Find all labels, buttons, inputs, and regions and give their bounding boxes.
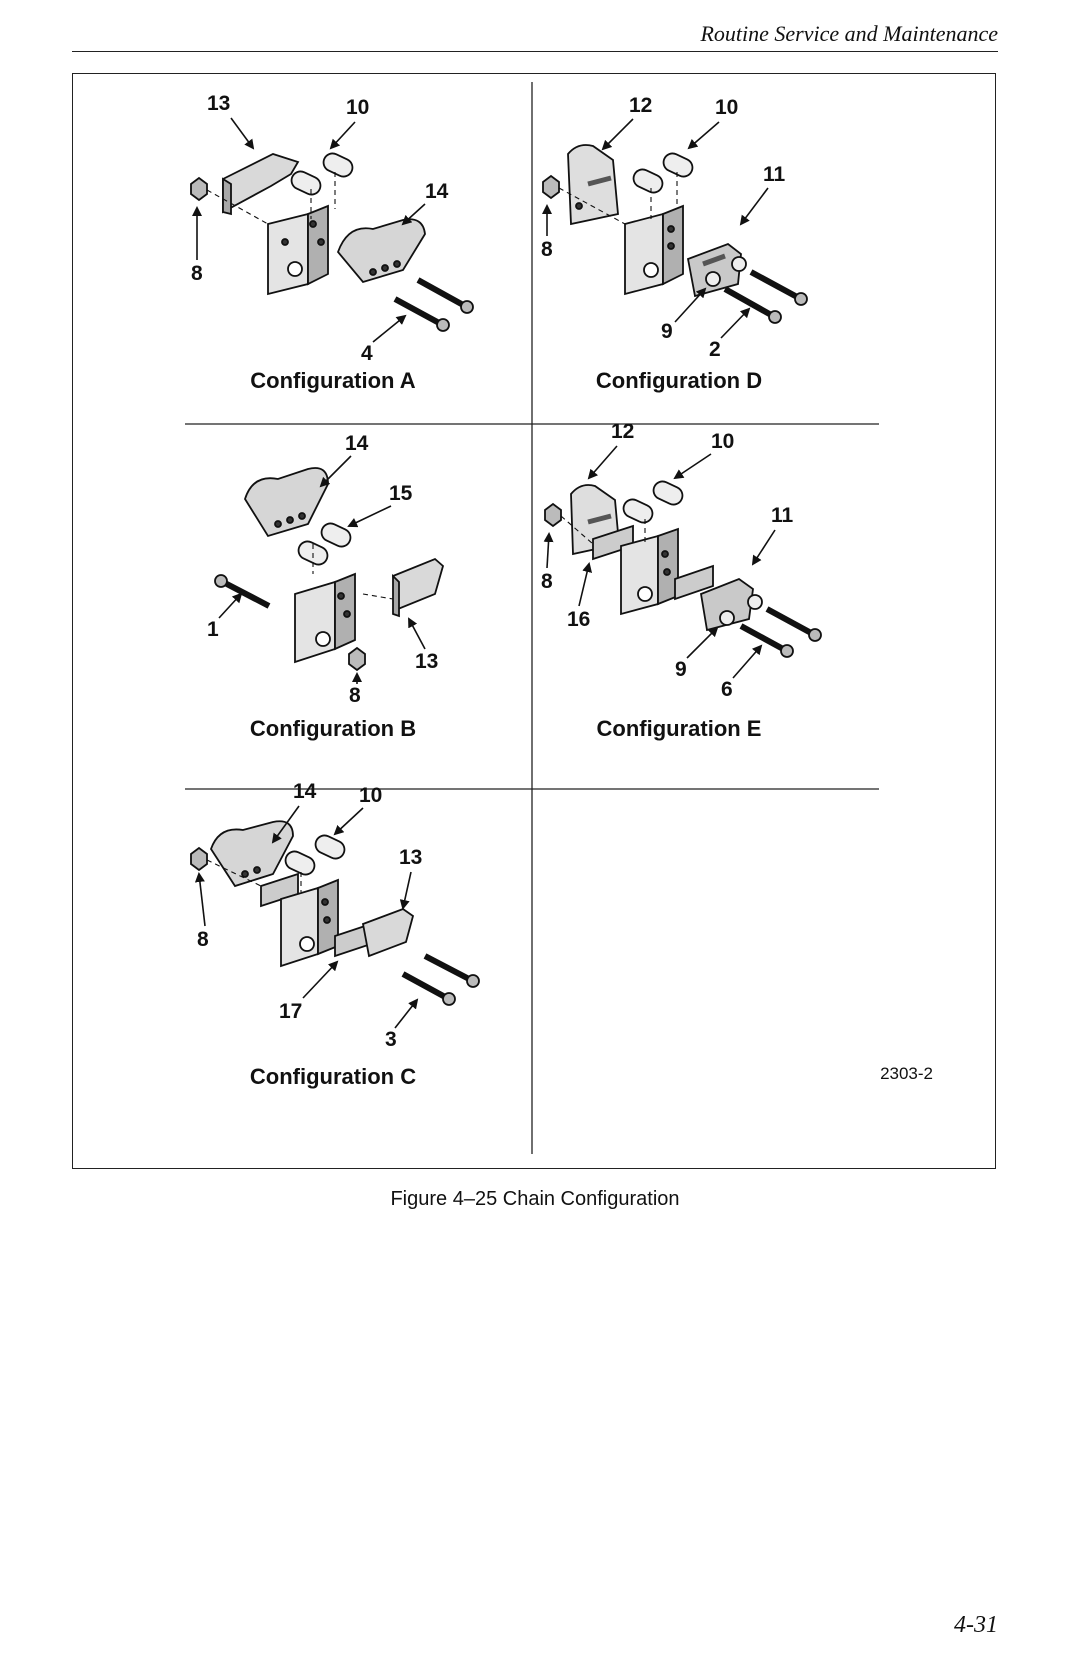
figure-box: 13 10 14 8 4 Configuration A: [72, 73, 996, 1169]
config-d-callouts: 12 10 11 8 9 2: [541, 94, 786, 361]
callout-13: 13: [399, 846, 422, 869]
callout-16: 16: [567, 608, 590, 631]
callout-10: 10: [711, 430, 734, 453]
config-e-callouts: 12 10 11 8 16 9 6: [541, 420, 794, 701]
callout-13: 13: [207, 92, 230, 115]
config-b-illustration: [214, 467, 445, 672]
callout-11: 11: [763, 163, 786, 186]
figure-caption: Figure 4–25 Chain Configuration: [390, 1188, 680, 1210]
config-c-callouts: 14 10 13 8 17 3: [194, 780, 422, 1051]
callout-10: 10: [359, 784, 382, 807]
callout-13: 13: [415, 650, 438, 673]
config-e-label: Configuration E: [597, 716, 762, 741]
callout-14: 14: [345, 432, 369, 455]
config-c-label: Configuration C: [250, 1064, 416, 1089]
config-b-panel: 14 15 1 13 8 Configuration B: [207, 432, 445, 741]
config-a-panel: 13 10 14 8 4 Configuration A: [190, 92, 474, 393]
config-b-label: Configuration B: [250, 716, 416, 741]
callout-1: 1: [207, 618, 219, 641]
callout-10: 10: [715, 96, 738, 119]
callout-12: 12: [611, 420, 634, 443]
callout-12: 12: [629, 94, 652, 117]
callout-4: 4: [361, 342, 373, 365]
callout-14: 14: [425, 180, 449, 203]
config-d-illustration: [542, 144, 808, 324]
callout-8: 8: [349, 684, 361, 707]
config-b-callouts: 14 15 1 13 8: [207, 432, 438, 707]
figure-code: 2303-2: [880, 1064, 933, 1083]
callout-2: 2: [709, 338, 721, 361]
config-d-panel: 12 10 11 8 9 2 Configuration D: [541, 94, 808, 393]
config-e-illustration: [544, 480, 822, 658]
callout-8: 8: [541, 238, 553, 261]
panel-dividers: [185, 82, 879, 1154]
callout-14: 14: [293, 780, 317, 803]
callout-6: 6: [721, 678, 733, 701]
config-a-callouts: 13 10 14 8 4: [191, 92, 449, 365]
callout-17: 17: [279, 1000, 302, 1023]
header-rule: [72, 51, 998, 52]
config-a-label: Configuration A: [250, 368, 415, 393]
running-header: Routine Service and Maintenance: [700, 21, 998, 46]
callout-8: 8: [197, 928, 209, 951]
config-c-panel: 14 10 13 8 17 3 Configuration C: [190, 780, 480, 1089]
callout-11: 11: [771, 504, 794, 527]
callout-10: 10: [346, 96, 369, 119]
config-d-label: Configuration D: [596, 368, 762, 393]
config-c-illustration: [190, 820, 480, 1006]
callout-9: 9: [661, 320, 673, 343]
config-a-illustration: [190, 152, 474, 332]
callout-8: 8: [541, 570, 553, 593]
callout-9: 9: [675, 658, 687, 681]
chain-configuration-diagram: 13 10 14 8 4 Configuration A: [185, 82, 933, 1154]
callout-8: 8: [191, 262, 203, 285]
callout-15: 15: [389, 482, 413, 505]
page-number: 4-31: [954, 1612, 998, 1638]
config-e-panel: 12 10 11 8 16 9 6 Configuration E: [541, 420, 822, 741]
callout-3: 3: [385, 1028, 397, 1051]
